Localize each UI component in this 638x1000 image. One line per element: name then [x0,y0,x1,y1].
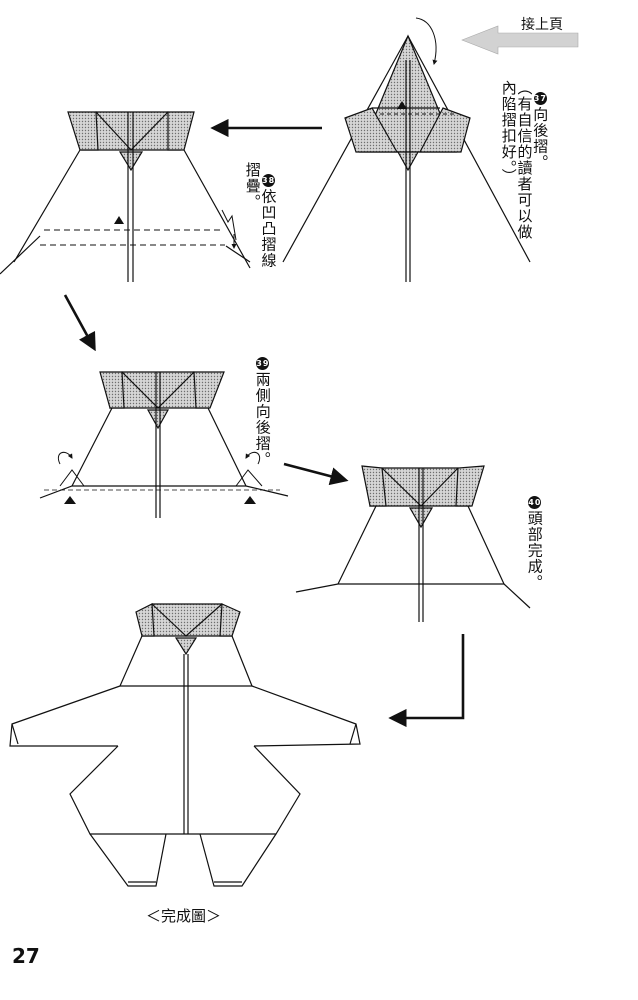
page-number: 27 [12,944,40,968]
arrow-38-to-39 [63,294,96,352]
step-37-text: 向後摺。 （有自信的讀者可以做 內陷摺扣好。） [499,80,550,240]
continued-arrow [461,25,579,55]
step-40-figure [295,465,531,622]
continued-from-previous-label: 接上頁 [521,17,563,33]
step-38-text: 依凹凸摺線 摺疊。 [243,162,278,269]
step-38-number: 38 [262,173,276,187]
step-37-figure [282,17,531,282]
step-39-text: 兩側向後摺。 [253,371,272,468]
final-bear-figure [9,603,361,887]
step-40-text: 頭部完成。 [525,510,544,591]
step-40-number: 40 [528,495,542,509]
step-40-instruction: 40頭部完成。 [526,484,558,594]
arrow-39-to-40 [283,462,349,486]
step-38-instruction: 38依凹凸摺線 摺疊。 [244,162,291,282]
step-39-figure [39,371,289,518]
step-39-instruction: 39兩側向後摺。 [253,345,286,468]
step-39-number: 39 [256,356,270,370]
step-37-instruction: 37向後摺。 （有自信的讀者可以做 內陷摺扣好。） [500,80,563,280]
step-38-figure [0,111,251,282]
final-figure-caption: ＜完成圖＞ [146,907,222,925]
step-37-number: 37 [533,91,547,105]
arrow-40-to-final [388,634,465,728]
